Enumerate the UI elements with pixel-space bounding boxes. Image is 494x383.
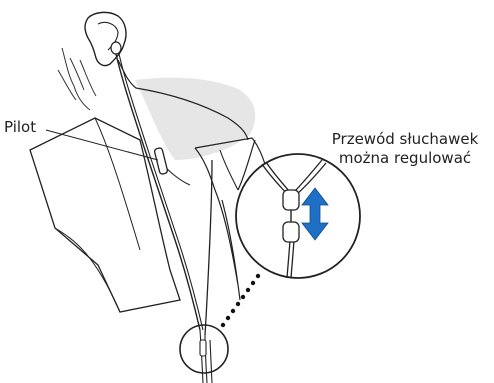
neck-shadow — [135, 77, 256, 160]
cord-slider-top — [282, 189, 300, 211]
cord-slider-bottom — [282, 221, 300, 243]
adjustable-cord-label-line1: Przewód słuchawek — [331, 130, 479, 148]
magnified-detail-circle — [235, 153, 361, 279]
adjustable-cord-label: Przewód słuchawek można regulować — [320, 130, 490, 168]
dotted-connector — [220, 273, 261, 328]
adjust-double-arrow-icon — [301, 187, 329, 241]
adjustable-cord-label-line2: można regulować — [338, 149, 472, 167]
collar-left-fold — [54, 117, 141, 313]
remote-label: Pilot — [4, 118, 37, 136]
cord-right — [204, 159, 213, 336]
cord-slider-small — [199, 339, 207, 357]
cord-left — [115, 53, 201, 331]
collar-left — [29, 117, 181, 313]
cord-left-2 — [118, 53, 204, 331]
hair — [57, 47, 97, 111]
earbud — [110, 41, 122, 55]
remote-icon — [153, 147, 169, 175]
jaw-outline — [117, 59, 249, 141]
remote-leader-line — [45, 129, 159, 161]
slider-highlight-circle — [179, 324, 229, 374]
collar-right — [194, 139, 256, 301]
